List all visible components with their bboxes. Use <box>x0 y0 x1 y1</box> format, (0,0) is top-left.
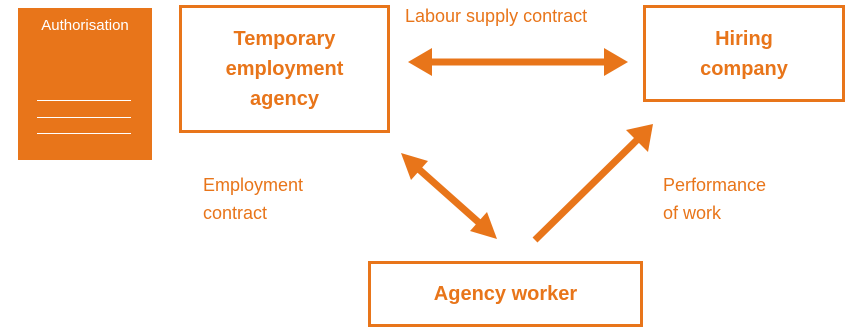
hiring-label-line: company <box>700 57 788 80</box>
employment-label-line: contract <box>203 203 268 223</box>
agency-label-line: agency <box>250 88 319 110</box>
document-line <box>37 100 131 101</box>
employment-contract-arrow <box>401 153 497 239</box>
worker-label: Agency worker <box>433 283 578 305</box>
labour-supply-arrow <box>408 48 628 76</box>
authorisation-label: Authorisation <box>41 17 129 34</box>
agency-label-line: Temporary <box>233 28 336 50</box>
document-line <box>37 117 131 118</box>
performance-label-line: of work <box>663 203 722 223</box>
hiring-label-line: Hiring <box>715 27 773 50</box>
performance-of-work-arrow <box>532 124 653 243</box>
employment-contract-label: Employment contract <box>203 171 303 227</box>
document-line <box>37 133 131 134</box>
employment-label-line: Employment <box>203 175 304 195</box>
agency-worker-box: Agency worker <box>368 261 643 327</box>
hiring-company-box: Hiring company <box>643 5 845 102</box>
performance-of-work-label: Performance of work <box>663 171 766 227</box>
temporary-employment-agency-box: Temporary employment agency <box>179 5 390 133</box>
performance-label-line: Performance <box>663 175 767 195</box>
authorisation-document-icon: Authorisation <box>18 8 152 160</box>
labour-supply-contract-label: Labour supply contract <box>405 6 588 26</box>
agency-label-line: employment <box>225 58 344 80</box>
